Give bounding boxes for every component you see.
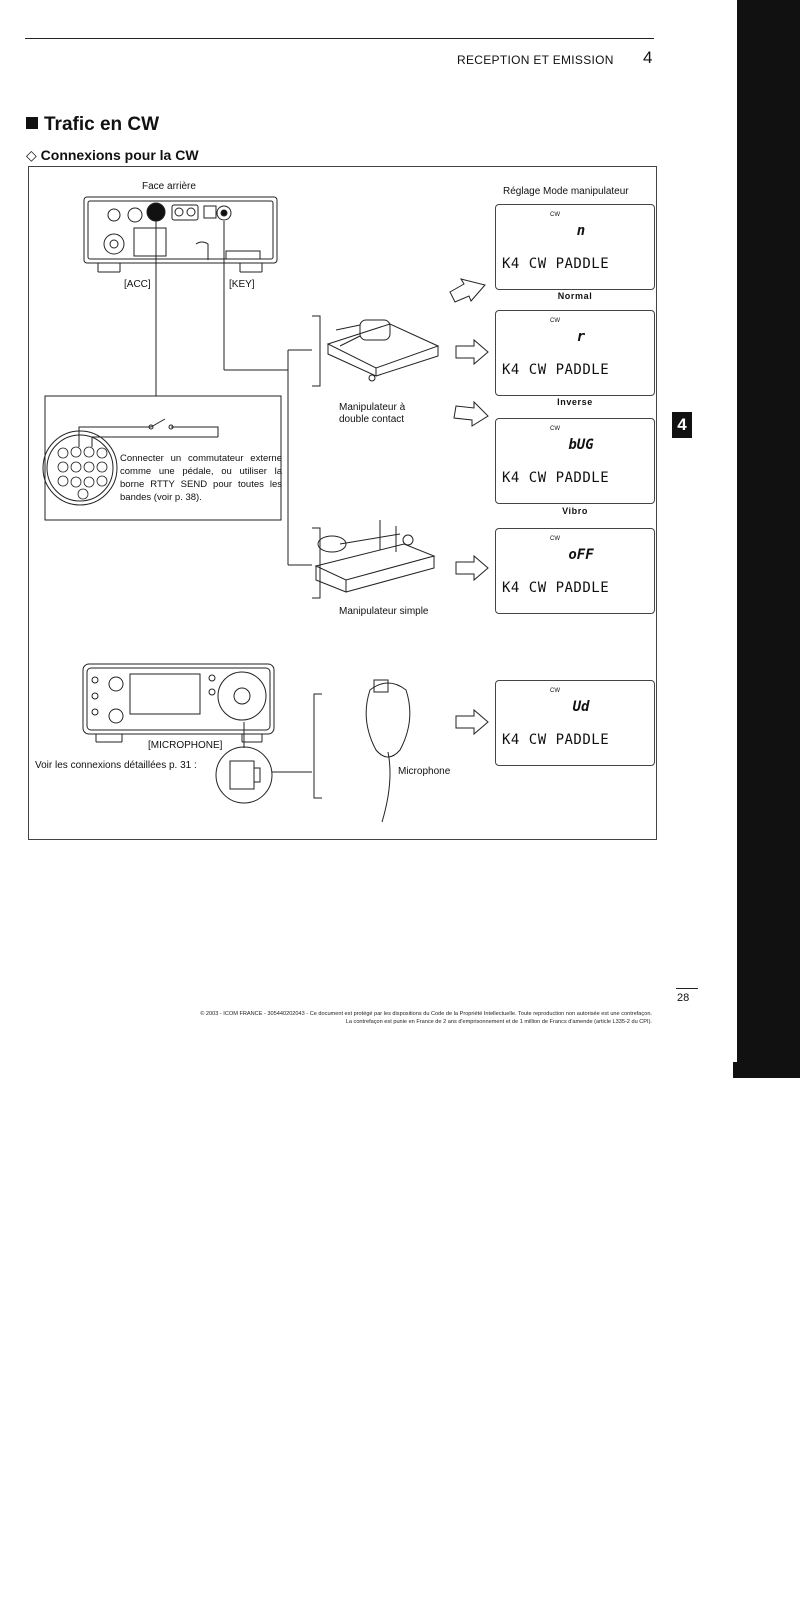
lcd-menu-line: K4 CW PADDLE [502,732,610,748]
chapter-tab[interactable]: 4 [672,412,692,438]
diagram-frame [28,166,657,840]
mode-title: Réglage Mode manipulateur [503,186,629,197]
page-number: 28 [677,992,690,1004]
microphone-note: Voir les connexions détaillées p. 31 : [35,760,197,771]
straight-key-icon [314,520,436,593]
transceiver-rear-icon [83,196,278,273]
lcd-mode-value: n [576,223,586,239]
microphone-port-label: [MICROPHONE] [148,740,223,751]
paddle-key-label: Manipulateur à double contact [339,402,406,425]
microphone-label: Microphone [398,766,451,777]
lcd-normal: CW n K4 CW PADDLE [495,204,655,290]
page-number-rule [676,988,698,989]
lcd-caption-inverse: Inverse [557,397,593,407]
copyright-footer: © 2003 - ICOM FRANCE - 305440202043 - Ce… [30,1010,652,1026]
page-edge-bar [737,0,800,1078]
lcd-mode-value: Ud [572,699,590,715]
lcd-menu-line: K4 CW PADDLE [502,256,610,272]
section-title-text: Trafic en CW [44,114,160,135]
lcd-menu-line: K4 CW PADDLE [502,470,610,486]
straight-key-label: Manipulateur simple [339,606,429,617]
lcd-cw-indicator: CW [550,212,560,218]
rear-panel-label: Face arrière [142,181,196,192]
header-rule [25,38,654,39]
footer-line-2: La contrefaçon est punie en France de 2 … [345,1019,652,1025]
lcd-mode-value: r [576,329,586,345]
header-title: RECEPTION ET EMISSION [457,53,614,67]
lcd-menu-line: K4 CW PADDLE [502,580,610,596]
page-edge-notch [733,1062,741,1078]
paddle-key-icon [326,319,440,382]
lcd-vibro: CW bUG K4 CW PADDLE [495,418,655,504]
acc-label: [ACC] [124,279,151,290]
lcd-menu-line: K4 CW PADDLE [502,362,610,378]
footer-line-1: © 2003 - ICOM FRANCE - 305440202043 - Ce… [200,1011,652,1017]
lcd-cw-indicator: CW [550,426,560,432]
lcd-cw-indicator: CW [550,688,560,694]
lcd-caption-normal: Normal [557,291,593,301]
lcd-cw-indicator: CW [550,536,560,542]
lcd-caption-vibro: Vibro [562,506,588,516]
lcd-ud: CW Ud K4 CW PADDLE [495,680,655,766]
arrow-icons [449,278,489,736]
transceiver-front-icon [82,663,275,743]
header-chapter: 4 [643,48,653,67]
section-title: Trafic en CW [26,114,159,136]
square-bullet-icon [26,117,38,129]
lcd-inverse: CW r K4 CW PADDLE [495,310,655,396]
lcd-mode-value: oFF [568,547,594,563]
key-label: [KEY] [229,279,255,290]
acc-description: Connecter un commutateur externe comme u… [120,453,282,503]
lcd-mode-value: bUG [568,437,594,453]
lcd-cw-indicator: CW [550,318,560,324]
microphone-icon [365,679,411,823]
section-subtitle: ◇ Connexions pour la CW [26,147,199,163]
lcd-off: CW oFF K4 CW PADDLE [495,528,655,614]
